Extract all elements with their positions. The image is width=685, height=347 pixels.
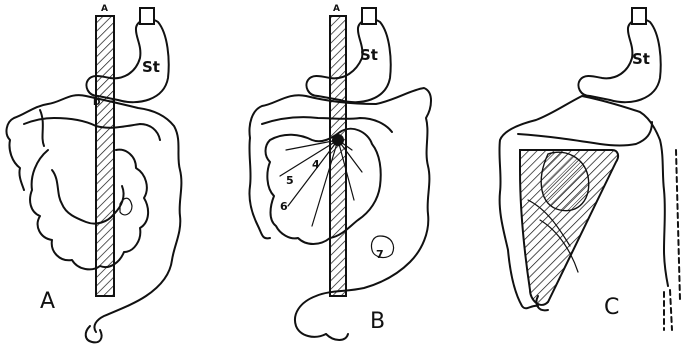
transverse-inner-edge <box>24 118 160 140</box>
stomach-label: St <box>360 46 378 64</box>
esophagus-stub <box>140 8 154 24</box>
mesentery <box>266 129 381 244</box>
transverse-inner-edge <box>518 122 652 146</box>
panel-letter: C <box>604 295 619 320</box>
panel-b: A St 4 5 6 7 B <box>249 4 431 340</box>
panel-letter: A <box>40 289 55 314</box>
stomach-label: St <box>632 50 650 68</box>
stomach-label: St <box>142 58 160 76</box>
descending-colon-dashed <box>664 150 680 330</box>
sigmoid-end <box>326 334 348 340</box>
esophagus-stub <box>362 8 376 24</box>
esophagus-stub <box>632 8 646 24</box>
panel-a: A St D A <box>7 4 182 342</box>
cecum-patch <box>120 198 132 215</box>
vessel-root <box>332 134 344 146</box>
vessel-number-6: 6 <box>280 200 288 213</box>
aorta-rod <box>96 16 114 296</box>
vessel-number-4: 4 <box>312 158 320 171</box>
small-intestine <box>30 150 148 270</box>
duodenum-label: D <box>93 98 100 108</box>
transverse-inner-edge <box>262 117 392 132</box>
aorta-label: A <box>101 4 108 14</box>
aorta-rod <box>330 16 346 296</box>
panel-letter: B <box>370 309 385 334</box>
vessel-number-5: 5 <box>286 174 294 187</box>
aorta-label: A <box>333 4 340 14</box>
vessel-number-7: 7 <box>376 248 384 261</box>
panel-c: St C <box>499 8 680 330</box>
stomach <box>306 19 390 102</box>
